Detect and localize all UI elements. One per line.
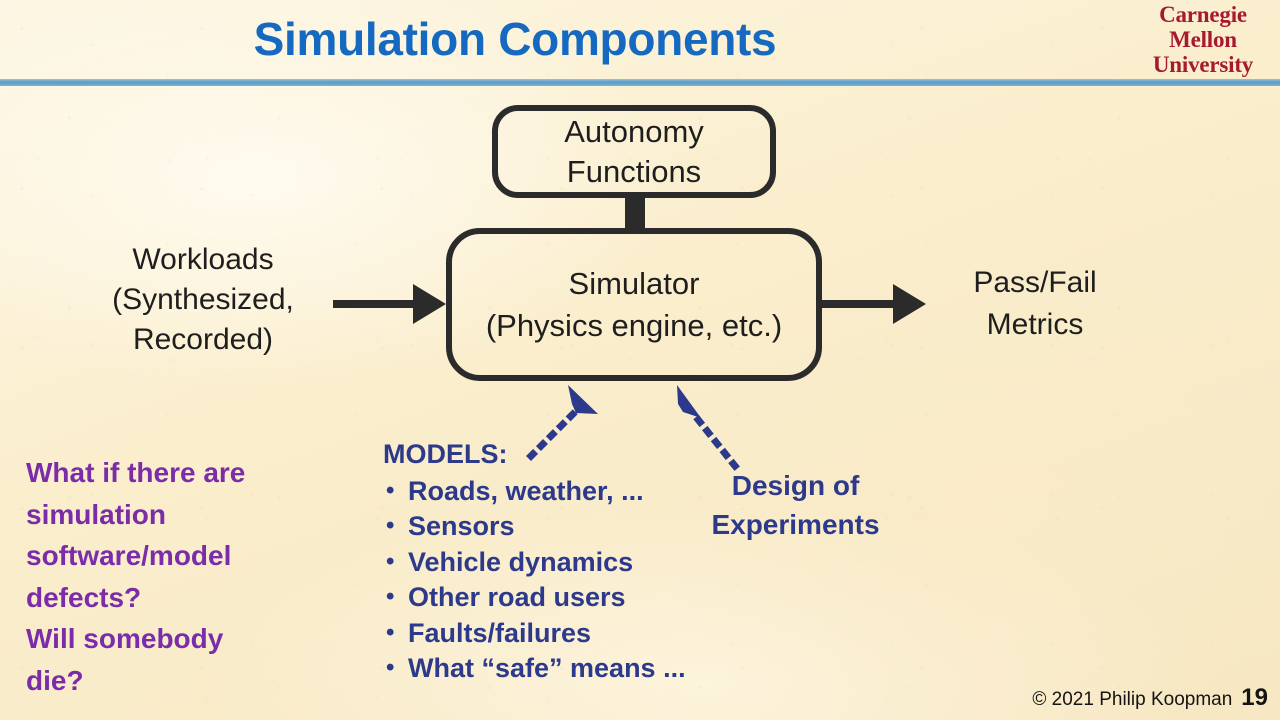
autonomy-functions-label: Autonomy Functions xyxy=(564,112,704,192)
design-of-experiments-label: Design of Experiments xyxy=(688,466,903,544)
workloads-label: Workloads (Synthesized, Recorded) xyxy=(72,240,334,360)
workloads-line-3: Recorded) xyxy=(132,323,274,356)
metrics-output-arrow-head-icon xyxy=(893,284,926,324)
logo-line-mellon: Mellon xyxy=(1169,27,1237,52)
workloads-input-arrow-head-icon xyxy=(413,284,446,324)
question-line-6: die? xyxy=(26,664,84,696)
autonomy-functions-line-2: Functions xyxy=(566,153,702,189)
workloads-line-1: Workloads xyxy=(132,243,274,276)
list-item: Sensors xyxy=(383,508,686,545)
list-item: Other road users xyxy=(383,579,686,616)
list-item: Vehicle dynamics xyxy=(383,544,686,581)
slide-number: 19 xyxy=(1241,684,1268,711)
doe-line-1: Design of xyxy=(731,470,860,501)
metrics-line-2: Metrics xyxy=(986,308,1084,341)
simulator-line-2: (Physics engine, etc.) xyxy=(485,307,783,343)
question-line-3: software/model xyxy=(26,540,232,571)
carnegie-mellon-university-logo: Carnegie Mellon University xyxy=(1132,2,1274,77)
models-list: Roads, weather, ... Sensors Vehicle dyna… xyxy=(383,473,686,687)
logo-line-carnegie: Carnegie xyxy=(1159,2,1247,27)
pass-fail-metrics-label: Pass/Fail Metrics xyxy=(930,262,1140,346)
doe-dotted-arrow-line xyxy=(687,407,740,471)
question-line-5: Will somebody xyxy=(26,623,224,654)
simulator-label: Simulator (Physics engine, etc.) xyxy=(486,263,782,347)
list-item: Roads, weather, ... xyxy=(383,473,686,510)
simulator-line-1: Simulator xyxy=(568,265,700,301)
workloads-input-arrow-shaft xyxy=(333,300,421,308)
doe-dotted-arrow-head-icon xyxy=(677,385,701,418)
question-line-2: simulation xyxy=(26,498,167,530)
page-title: Simulation Components xyxy=(253,13,777,65)
models-heading: MODELS: xyxy=(383,439,508,469)
models-dotted-arrow-head-icon xyxy=(568,385,598,414)
logo-line-university: University xyxy=(1152,52,1254,77)
slide-footer: © 2021 Philip Koopman 19 xyxy=(1032,684,1268,712)
autonomy-functions-line-1: Autonomy xyxy=(564,113,704,149)
question-line-1: What if there are xyxy=(26,457,246,488)
copyright-text: © 2021 Philip Koopman xyxy=(1032,689,1233,710)
models-block: MODELS: Roads, weather, ... Sensors Vehi… xyxy=(383,437,686,687)
metrics-output-arrow-shaft xyxy=(822,300,900,308)
doe-line-2: Experiments xyxy=(711,509,880,540)
title-divider-rule xyxy=(0,79,1280,86)
autonomy-simulator-connector xyxy=(625,196,645,230)
list-item: Faults/failures xyxy=(383,615,686,652)
metrics-line-1: Pass/Fail xyxy=(973,266,1097,299)
autonomy-functions-box: Autonomy Functions xyxy=(492,105,776,198)
simulator-box: Simulator (Physics engine, etc.) xyxy=(446,228,822,381)
question-line-4: defects? xyxy=(26,581,142,613)
list-item: What “safe” means ... xyxy=(383,650,686,687)
workloads-line-2: (Synthesized, xyxy=(112,283,294,316)
question-callout: What if there are simulation software/mo… xyxy=(26,452,326,701)
